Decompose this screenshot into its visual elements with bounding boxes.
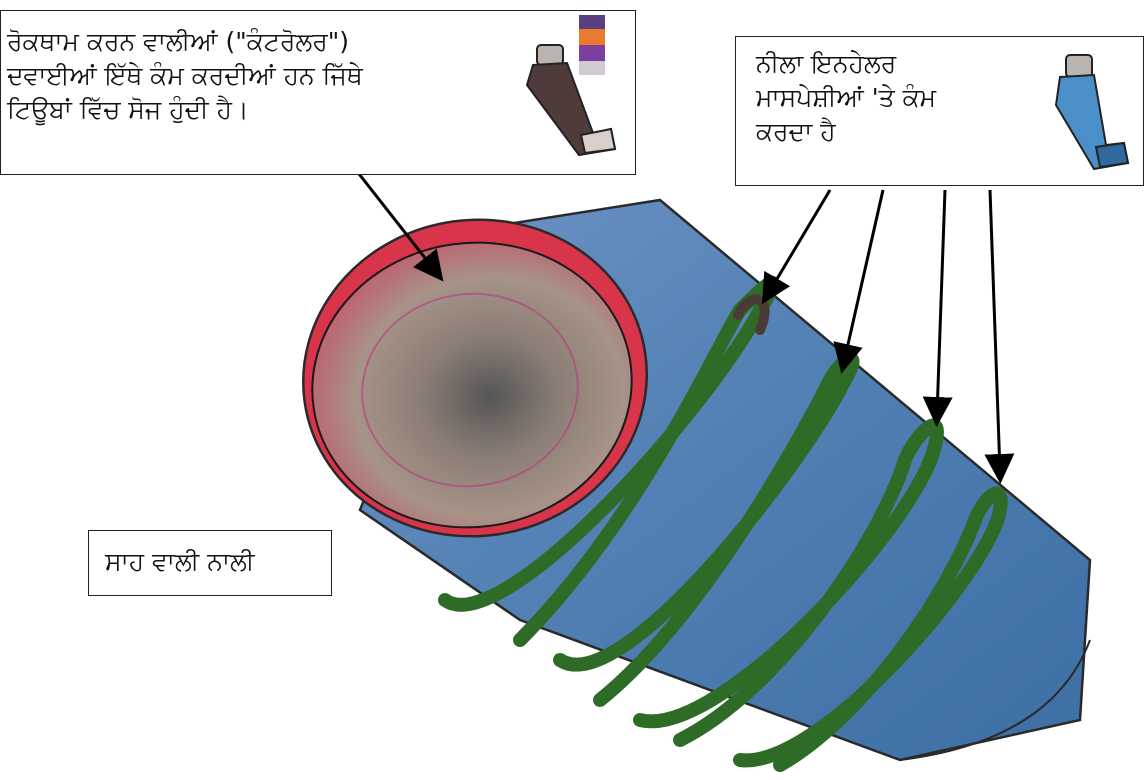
reliever-callout: ਨੀਲਾ ਇਨਹੇਲਰ ਮਾਸਪੇਸ਼ੀਆਂ 'ਤੇ ਕੰਮ ਕਰਦਾ ਹੈ (735, 36, 1144, 186)
airway-label-text: ਸਾਹ ਵਾਲੀ ਨਾਲੀ (105, 545, 325, 579)
arrow-to-muscle-3 (937, 190, 945, 415)
airway-label-callout: ਸਾਹ ਵਾਲੀ ਨਾਲੀ (88, 530, 332, 596)
controller-callout: ਰੋਕਥਾਮ ਕਰਨ ਵਾਲੀਆਂ ("ਕੰਟਰੋਲਰ") ਦਵਾਈਆਂ ਇੱਥ… (0, 10, 636, 175)
color-swatch-icon (579, 15, 605, 75)
arrow-to-muscle-2 (844, 190, 883, 362)
arrow-to-muscle-1 (768, 190, 830, 294)
controller-callout-text: ਰੋਕਥਾਮ ਕਰਨ ਵਾਲੀਆਂ ("ਕੰਟਰੋਲਰ") ਦਵਾਈਆਂ ਇੱਥ… (7, 25, 497, 127)
blue-inhaler-icon (1036, 49, 1136, 174)
reliever-callout-text: ਨੀਲਾ ਇਨਹੇਲਰ ਮਾਸਪੇਸ਼ੀਆਂ 'ਤੇ ਕੰਮ ਕਰਦਾ ਹੈ (756, 47, 1006, 149)
brown-inhaler-icon (515, 37, 625, 157)
arrow-to-muscle-4 (990, 190, 1000, 472)
